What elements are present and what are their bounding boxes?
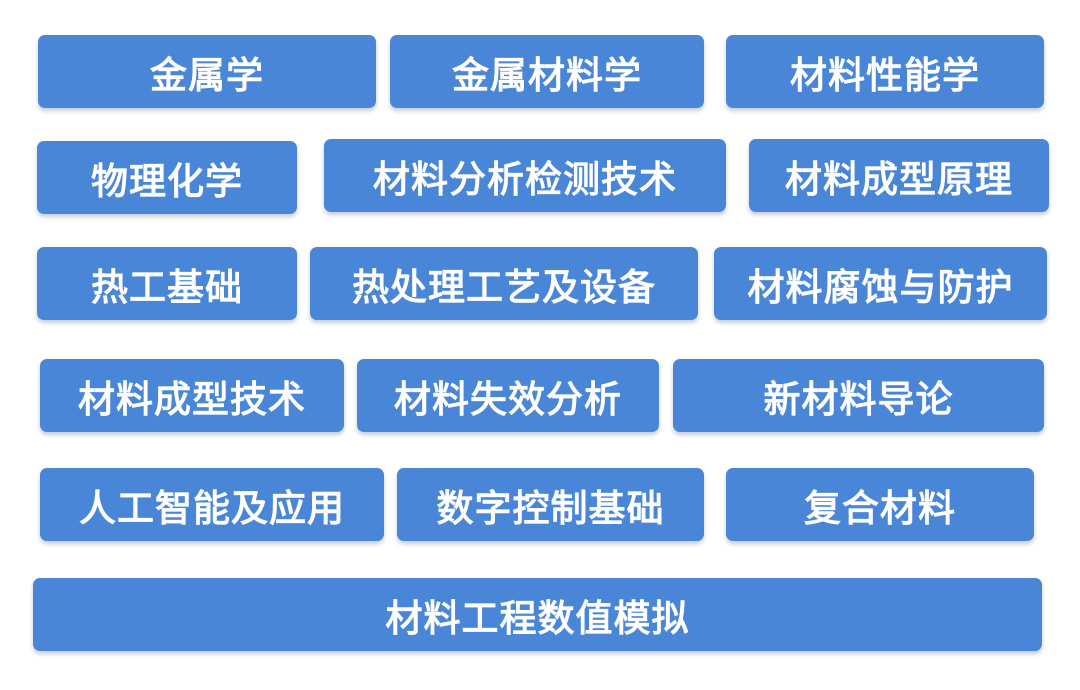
course-tile-material-properties[interactable]: 材料性能学 bbox=[726, 35, 1044, 108]
course-tile-digital-control[interactable]: 数字控制基础 bbox=[397, 468, 704, 541]
course-tile-metallurgy[interactable]: 金属学 bbox=[38, 35, 376, 108]
course-tile-new-materials[interactable]: 新材料导论 bbox=[673, 359, 1044, 432]
course-tile-composite-materials[interactable]: 复合材料 bbox=[726, 468, 1034, 541]
course-tile-numerical-simulation[interactable]: 材料工程数值模拟 bbox=[33, 578, 1042, 651]
course-tile-physical-chemistry[interactable]: 物理化学 bbox=[37, 141, 297, 214]
course-tile-corrosion-protection[interactable]: 材料腐蚀与防护 bbox=[714, 247, 1047, 320]
course-tile-forming-technology[interactable]: 材料成型技术 bbox=[40, 359, 344, 432]
course-tile-thermal-engineering[interactable]: 热工基础 bbox=[37, 247, 297, 320]
course-tile-failure-analysis[interactable]: 材料失效分析 bbox=[357, 359, 659, 432]
course-tile-ai-applications[interactable]: 人工智能及应用 bbox=[40, 468, 384, 541]
course-tile-analysis-testing[interactable]: 材料分析检测技术 bbox=[324, 139, 726, 212]
course-tile-metal-materials[interactable]: 金属材料学 bbox=[390, 35, 704, 108]
course-tile-heat-treatment[interactable]: 热处理工艺及设备 bbox=[310, 247, 698, 320]
course-tile-forming-principles[interactable]: 材料成型原理 bbox=[749, 139, 1049, 212]
